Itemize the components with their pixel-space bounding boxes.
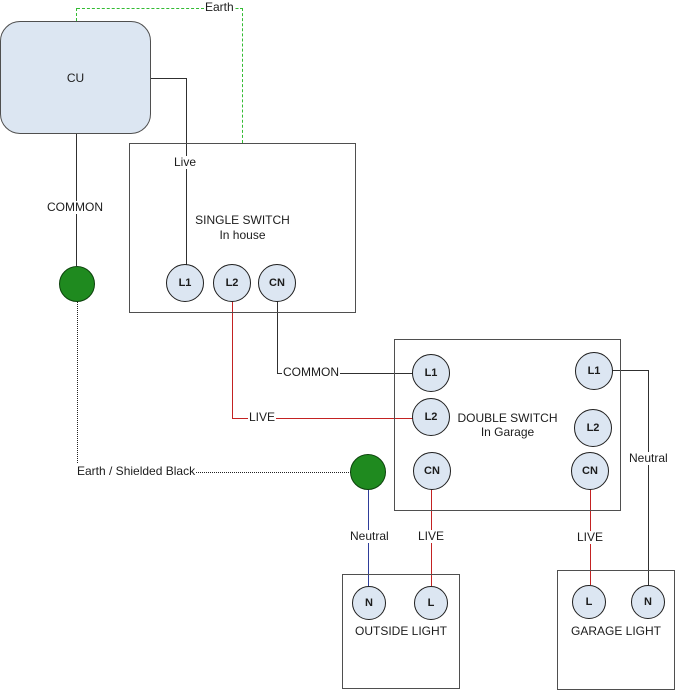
cu-box: CU [0, 21, 151, 134]
single-switch-title: SINGLE SWITCH [195, 213, 290, 227]
terminal-garage-l: L [572, 585, 606, 619]
earth-shielded-wire-vertical [77, 301, 78, 463]
terminal-double-right-l2: L2 [574, 409, 612, 447]
earth-wire-label: Earth [204, 0, 235, 14]
garage-neutral-label: Neutral [628, 451, 669, 465]
terminal-outside-n: N [352, 586, 386, 620]
terminal-outside-l: L [414, 586, 448, 620]
common-link-wire-horizontal [277, 373, 413, 374]
earth-wire-segment [77, 8, 204, 9]
terminal-double-left-l1: L1 [412, 354, 450, 392]
terminal-label: L [585, 596, 593, 608]
terminal-single-cn: CN [258, 264, 296, 302]
terminal-label: L1 [424, 367, 438, 379]
live-link-wire-vertical [232, 301, 233, 418]
earth-shielded-wire-label: Earth / Shielded Black [76, 464, 197, 478]
live-link-wire-label: LIVE [248, 410, 277, 424]
terminal-double-right-cn: CN [571, 452, 609, 490]
terminal-single-l2: L2 [213, 264, 251, 302]
double-switch-box: DOUBLE SWITCH In Garage [394, 339, 621, 511]
double-switch-title: DOUBLE SWITCH [457, 411, 558, 425]
terminal-garage-n: N [631, 585, 665, 619]
terminal-double-left-cn: CN [413, 452, 451, 490]
outside-light-title: OUTSIDE LIGHT [354, 624, 447, 638]
terminal-label: L2 [225, 277, 239, 289]
live-wire-horizontal [151, 78, 186, 79]
earth-shielded-wire-horizontal [184, 472, 351, 473]
common-link-wire-label: COMMON [282, 365, 340, 379]
terminal-label: L1 [178, 277, 192, 289]
garage-light-title: GARAGE LIGHT [570, 624, 662, 638]
live-link-wire-horizontal [232, 418, 413, 419]
cu-label: CU [66, 70, 85, 85]
common-wire-label: COMMON [46, 200, 104, 214]
outside-neutral-label: Neutral [349, 529, 390, 543]
garage-neutral-wire-horizontal [612, 370, 648, 371]
garage-live-label: LIVE [576, 530, 605, 544]
single-switch-subtitle: In house [219, 228, 266, 242]
common-link-wire-vertical [277, 301, 278, 373]
terminal-label: L1 [587, 365, 601, 377]
terminal-label: L2 [586, 422, 600, 434]
earth-node-cu [59, 266, 95, 302]
double-switch-subtitle: In Garage [480, 425, 535, 439]
terminal-single-l1: L1 [166, 264, 204, 302]
garage-light-box: GARAGE LIGHT [557, 570, 675, 690]
terminal-label: CN [582, 465, 598, 477]
garage-neutral-wire-vertical [648, 370, 649, 585]
terminal-label: L [427, 597, 435, 609]
terminal-double-right-l1: L1 [575, 352, 613, 390]
outside-live-label: LIVE [417, 529, 446, 543]
live-wire-vertical [186, 78, 187, 265]
terminal-label: N [644, 596, 652, 608]
single-switch-box: SINGLE SWITCH In house [129, 143, 356, 313]
terminal-double-left-l2: L2 [412, 398, 450, 436]
earth-node-garage [350, 454, 386, 490]
outside-light-box: OUTSIDE LIGHT [342, 574, 460, 689]
terminal-label: L2 [424, 411, 438, 423]
common-wire-from-cu [76, 134, 77, 266]
earth-wire-segment [242, 8, 243, 143]
terminal-label: N [365, 597, 373, 609]
terminal-label: CN [424, 465, 440, 477]
live-wire-label: Live [173, 155, 198, 169]
terminal-label: CN [269, 277, 285, 289]
earth-wire-segment [76, 8, 77, 21]
earth-wire-segment [231, 8, 243, 9]
